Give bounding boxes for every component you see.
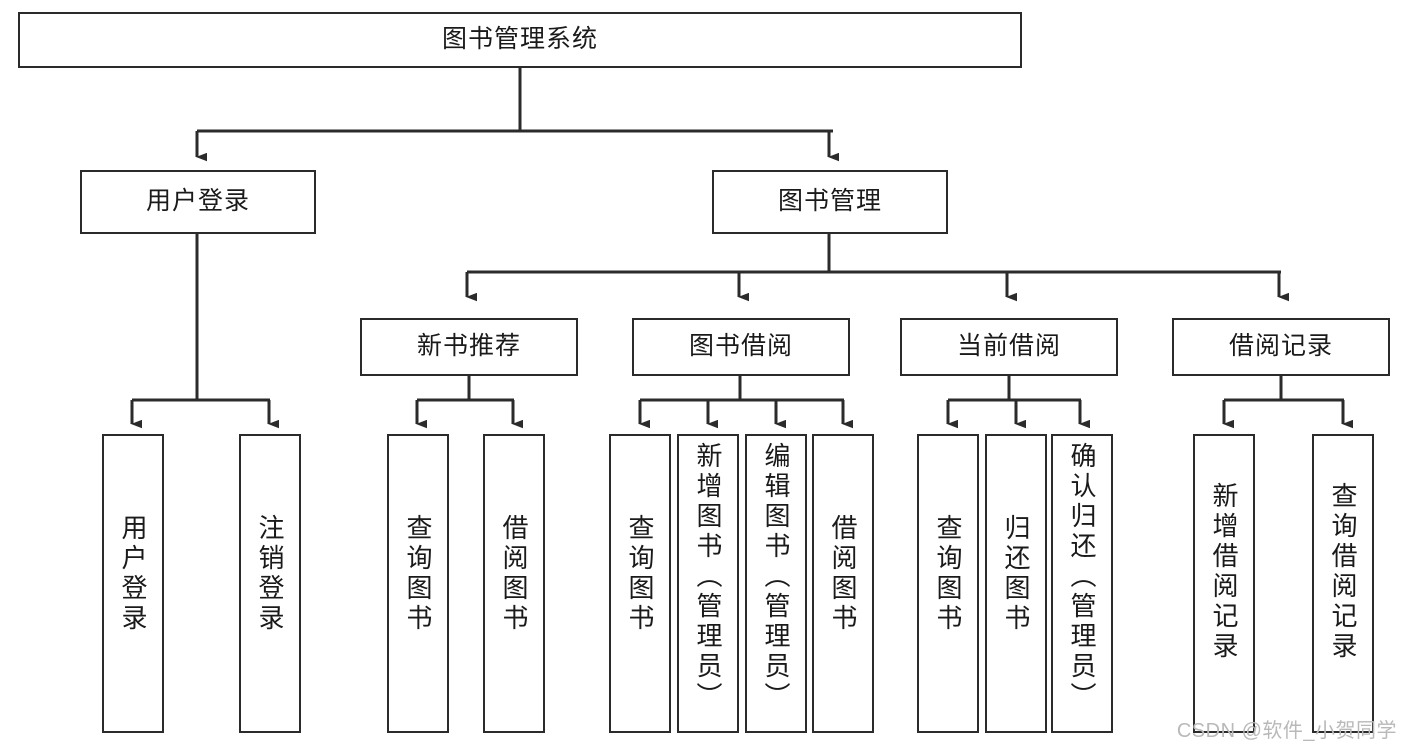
leaf-borrow-add-book-admin[interactable]: 新增图书（管理员） [677,434,739,733]
leaf-record-add-record[interactable]: 新增借阅记录 [1193,434,1255,733]
leaf-borrow-query-book[interactable]: 查询图书 [609,434,671,733]
node-label: 新增图书（管理员） [693,442,723,712]
node-borrow-record[interactable]: 借阅记录 [1172,318,1390,376]
node-label: 借阅记录 [1228,332,1333,361]
node-user-login[interactable]: 用户登录 [80,170,316,234]
node-root-system[interactable]: 图书管理系统 [18,12,1022,68]
node-label: 归还图书 [1001,514,1031,634]
node-label: 查询图书 [403,514,433,634]
node-label: 新增借阅记录 [1209,482,1239,662]
node-book-borrow[interactable]: 图书借阅 [632,318,850,376]
node-current-borrow[interactable]: 当前借阅 [900,318,1118,376]
node-label: 用户登录 [145,187,250,216]
watermark-text: CSDN @软件_小贺同学 [1176,720,1397,742]
leaf-current-query-book[interactable]: 查询图书 [917,434,979,733]
node-label: 查询图书 [625,514,655,634]
node-label: 用户登录 [118,514,148,634]
node-label: 编辑图书（管理员） [761,442,791,712]
node-label: 查询图书 [933,514,963,634]
node-label: 新书推荐 [416,332,521,361]
leaf-borrow-edit-book-admin[interactable]: 编辑图书（管理员） [745,434,807,733]
node-label: 当前借阅 [956,332,1061,361]
leaf-recommend-borrow-book[interactable]: 借阅图书 [483,434,545,733]
leaf-borrow-borrow-book[interactable]: 借阅图书 [812,434,874,733]
leaf-user-login-logout[interactable]: 注销登录 [239,434,301,733]
node-label: 图书管理 [777,187,882,216]
node-new-book-recommend[interactable]: 新书推荐 [360,318,578,376]
leaf-record-query-record[interactable]: 查询借阅记录 [1312,434,1374,733]
node-label: 借阅图书 [499,514,529,634]
leaf-current-confirm-return-admin[interactable]: 确认归还（管理员） [1051,434,1113,733]
node-label: 图书管理系统 [441,25,598,54]
node-label: 借阅图书 [828,514,858,634]
leaf-current-return-book[interactable]: 归还图书 [985,434,1047,733]
node-label: 图书借阅 [688,332,793,361]
node-label: 确认归还（管理员） [1067,442,1097,712]
leaf-user-login-login[interactable]: 用户登录 [102,434,164,733]
node-label: 注销登录 [255,514,285,634]
node-book-management[interactable]: 图书管理 [712,170,948,234]
node-label: 查询借阅记录 [1328,482,1358,662]
leaf-recommend-query-book[interactable]: 查询图书 [387,434,449,733]
